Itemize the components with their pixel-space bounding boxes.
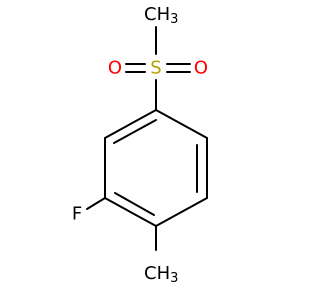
atom-label-fluorine: F: [72, 204, 82, 225]
bond-ring-inner-2: [113, 119, 157, 144]
atom-label-ch3-top: CH3: [144, 4, 178, 27]
atom-label-ch3-bottom: CH3: [144, 263, 178, 286]
molecule-structure-diagram: CH3 S O O F CH3: [72, 4, 208, 286]
atom-label-sulfur: S: [150, 58, 161, 79]
bond-ring-6: [104, 109, 157, 139]
bond-ring-1: [155, 109, 208, 139]
bond-ring-f: [86, 197, 106, 210]
bond-ring-4: [104, 197, 157, 227]
atom-label-oxygen-left: O: [108, 58, 122, 79]
bond-ring-inner-3: [114, 192, 155, 216]
atom-label-oxygen-right: O: [194, 58, 208, 79]
bond-ring-3: [155, 197, 208, 227]
